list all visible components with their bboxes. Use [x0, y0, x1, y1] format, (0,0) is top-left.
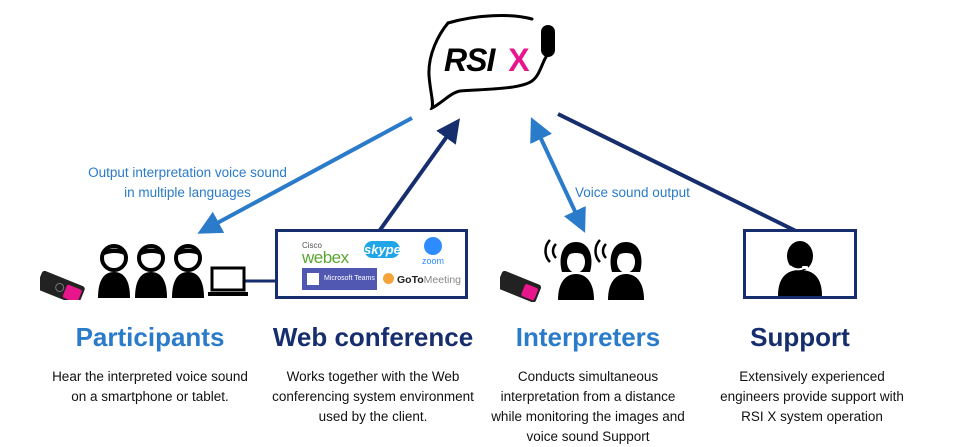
gotomeeting-logo: GoToMeeting — [383, 273, 461, 287]
person-icon — [135, 244, 167, 298]
web-conference-description: Works together with the Web conferencing… — [272, 369, 474, 424]
support-box — [743, 229, 857, 299]
person-icon — [172, 244, 204, 298]
arrow-to-participants — [197, 116, 413, 234]
skype-logo: skype — [364, 241, 401, 258]
web-conference-title: Web conference — [272, 322, 474, 352]
logo-rsi-text: RSI — [444, 42, 495, 78]
webex-logo: Cisco webex — [302, 241, 349, 267]
laptop-icon — [208, 266, 248, 296]
smartphone-icon — [496, 270, 542, 303]
interpreter-icon — [558, 242, 594, 300]
logo-x-text: X — [508, 42, 529, 78]
participants-icons — [36, 240, 280, 305]
speech-bubble-microphone-icon — [427, 14, 555, 112]
sound-waves-icon — [544, 239, 607, 263]
rsi-x-logo: RSI X — [420, 5, 565, 112]
microsoft-teams-logo: Microsoft Teams — [302, 268, 377, 290]
arrow-interpreters — [530, 117, 586, 233]
arrow-from-web-conference — [378, 118, 460, 232]
person-icon — [98, 244, 130, 298]
interpreters-icons — [496, 232, 650, 303]
support-description: Extensively experienced engineers provid… — [720, 369, 904, 424]
interpreters-description: Conducts simultaneous interpretation fro… — [491, 369, 685, 444]
participants-arrow-label-line2: in multiple languages — [124, 185, 251, 200]
line-to-support — [557, 112, 801, 235]
interpreters-arrow-label: Voice sound output — [575, 185, 690, 200]
support-headset-icon — [778, 241, 822, 296]
zoom-logo: zoom — [418, 237, 448, 266]
participants-arrow-label: Output interpretation voice sound in mul… — [80, 163, 295, 203]
interpreters-title: Interpreters — [515, 322, 661, 352]
participants-description: Hear the interpreted voice sound on a sm… — [52, 369, 248, 404]
smartphone-icon — [36, 270, 85, 305]
web-conference-box: Cisco webex skype zoom Microsoft Teams G… — [275, 229, 468, 299]
participants-title: Participants — [75, 322, 225, 352]
participants-arrow-label-line1: Output interpretation voice sound — [88, 165, 287, 180]
interpreter-icon — [608, 242, 644, 300]
support-title: Support — [750, 322, 850, 352]
